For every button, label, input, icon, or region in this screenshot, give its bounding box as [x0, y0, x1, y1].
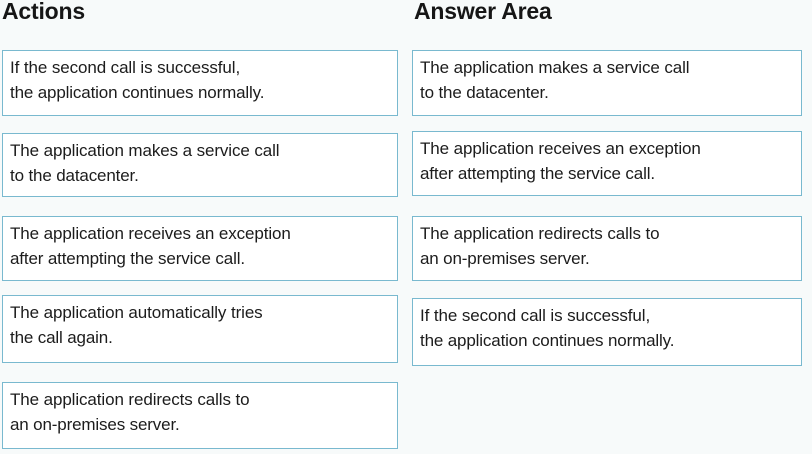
answer-item-3[interactable]: The application redirects calls to an on…	[412, 216, 802, 281]
answer-area-column: Answer Area The application makes a serv…	[412, 0, 812, 454]
answer-item-3-line-2: an on-premises server.	[420, 249, 590, 268]
answer-item-4-line-1: If the second call is successful,	[420, 306, 651, 325]
action-item-5-line-2: an on-premises server.	[10, 415, 180, 434]
action-item-3-line-2: after attempting the service call.	[10, 249, 245, 268]
answer-item-1-line-1: The application makes a service call	[420, 58, 690, 77]
action-item-4-line-2: the call again.	[10, 328, 113, 347]
answer-item-1-line-2: to the datacenter.	[420, 83, 549, 102]
actions-column: Actions If the second call is successful…	[0, 0, 400, 454]
action-item-3-line-1: The application receives an exception	[10, 224, 291, 243]
action-item-5-line-1: The application redirects calls to	[10, 390, 250, 409]
answer-item-2[interactable]: The application receives an exception af…	[412, 131, 802, 196]
action-item-2-line-2: to the datacenter.	[10, 166, 139, 185]
action-item-1-line-1: If the second call is successful,	[10, 58, 241, 77]
action-item-1[interactable]: If the second call is successful, the ap…	[2, 50, 398, 116]
action-item-2-line-1: The application makes a service call	[10, 141, 280, 160]
answer-item-3-line-1: The application redirects calls to	[420, 224, 660, 243]
answer-area-heading: Answer Area	[414, 0, 552, 24]
action-item-5[interactable]: The application redirects calls to an on…	[2, 382, 398, 449]
action-item-3[interactable]: The application receives an exception af…	[2, 216, 398, 281]
answer-item-1[interactable]: The application makes a service call to …	[412, 50, 802, 116]
actions-heading: Actions	[2, 0, 85, 24]
action-item-1-line-2: the application continues normally.	[10, 83, 265, 102]
action-item-4[interactable]: The application automatically tries the …	[2, 295, 398, 363]
action-item-2[interactable]: The application makes a service call to …	[2, 133, 398, 197]
action-item-4-line-1: The application automatically tries	[10, 303, 263, 322]
answer-item-2-line-1: The application receives an exception	[420, 139, 701, 158]
answer-item-4-line-2: the application continues normally.	[420, 331, 675, 350]
answer-item-4[interactable]: If the second call is successful, the ap…	[412, 298, 802, 366]
answer-item-2-line-2: after attempting the service call.	[420, 164, 655, 183]
